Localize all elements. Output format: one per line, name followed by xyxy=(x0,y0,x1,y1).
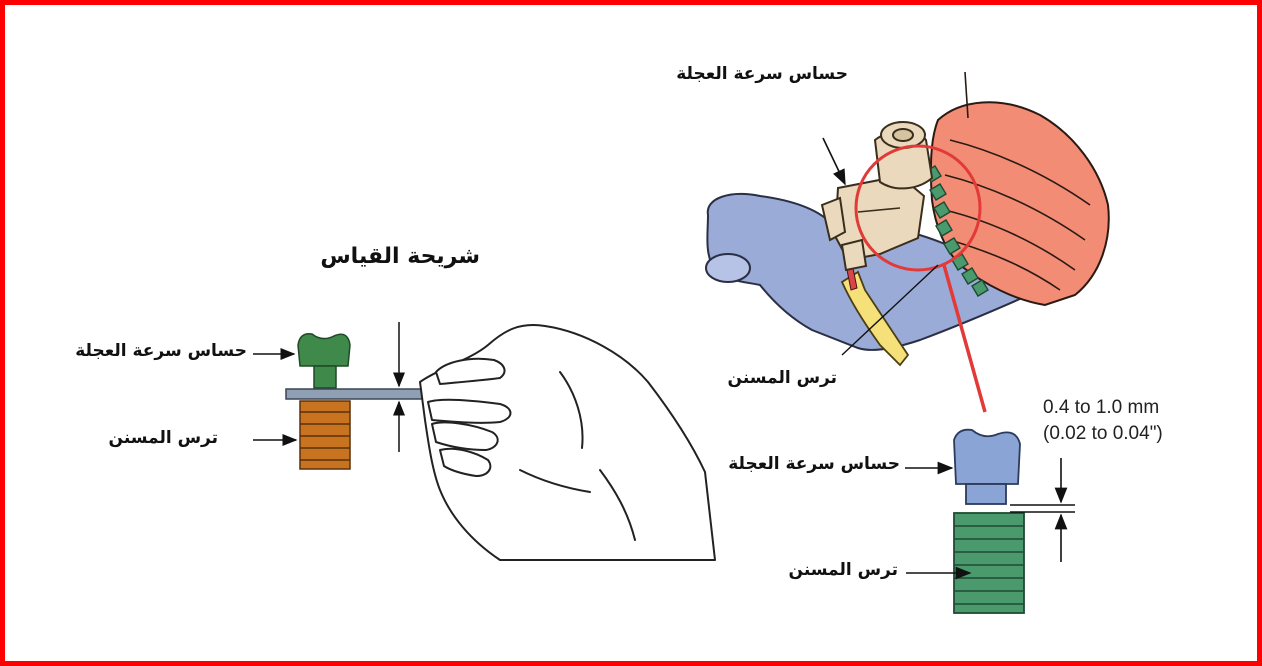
detail-tone-ring-gear xyxy=(954,513,1024,613)
gap-spec-mm: 0.4 to 1.0 mm xyxy=(1043,395,1159,420)
mid-gear-label: ترس المسنن xyxy=(728,368,837,388)
left-wheel-speed-sensor xyxy=(298,334,350,366)
left-tone-ring-gear xyxy=(300,401,350,469)
left-sensor-label: حساس سرعة العجلة xyxy=(75,341,247,361)
feeler-gauge-title: شريحة القياس xyxy=(320,244,480,269)
detail-sensor-label: حساس سرعة العجلة xyxy=(728,454,900,474)
gap-spec-inch: (0.02 to 0.04") xyxy=(1043,421,1163,446)
wheel-hub-illustration xyxy=(706,72,1109,412)
hand-illustration xyxy=(420,325,715,560)
detail-gear-label: ترس المسنن xyxy=(789,560,898,580)
top-sensor-label: حساس سرعة العجلة xyxy=(676,64,848,84)
left-gear-label: ترس المسنن xyxy=(109,428,218,448)
detail-view xyxy=(905,430,1075,613)
detail-wheel-speed-sensor xyxy=(954,430,1020,484)
